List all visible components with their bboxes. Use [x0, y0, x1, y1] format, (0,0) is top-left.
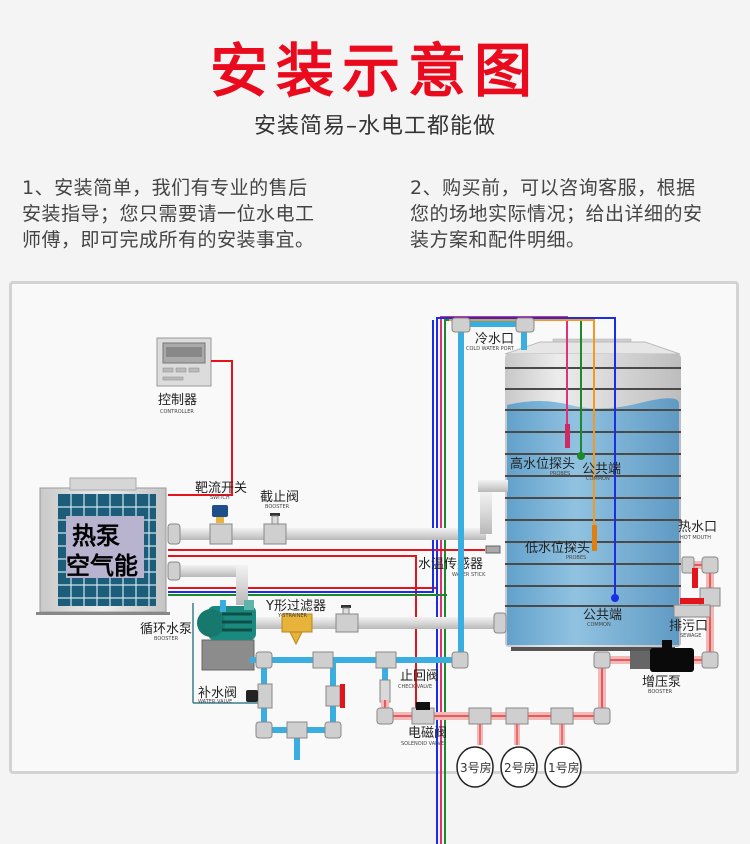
common-bottom-label-en: COMMON	[587, 622, 611, 628]
heat-pump-label-1: 热泵	[72, 522, 120, 550]
solenoid-valve-label: 电磁阀	[408, 726, 447, 741]
stop-valve-device[interactable]	[263, 513, 287, 545]
check-valve-label-en: CHECK VALVE	[398, 684, 432, 690]
page-title: 安装示意图	[209, 37, 540, 105]
circulation-pump-device	[197, 600, 256, 671]
high-probe-label: 高水位探头	[510, 456, 575, 472]
water-temp-sensor-label-en: WATER STICK	[452, 572, 486, 578]
sensor-wires	[168, 320, 447, 596]
circulation-pump-label: 循环水泵	[140, 622, 192, 637]
pipe-fittings	[255, 651, 469, 739]
check-valve-label: 止回阀	[400, 669, 439, 684]
flow-switch-label-en: SWITCH	[210, 495, 230, 501]
note-line: 装方案和配件明细。	[410, 229, 586, 251]
booster-pump-label-en: BOOSTER	[648, 689, 673, 695]
common-top-label: 公共端	[582, 462, 621, 477]
note-installation-simple: 1、安装简单，我们有专业的售后 安装指导；您只需要请一位水电工 师傅，即可完成所…	[22, 175, 352, 253]
hot-mouth-valve-handle[interactable]	[692, 568, 698, 588]
makeup-valve-label: 补水阀	[198, 686, 237, 701]
hot-mouth-label-en: HOT MOUTH	[680, 535, 711, 541]
hot-return-pipe	[167, 480, 508, 545]
hot-mouth-label: 热水口	[678, 520, 717, 535]
solenoid-valve-actuator	[416, 702, 430, 710]
makeup-valve-device[interactable]	[246, 683, 273, 709]
cold-water-port-label: 冷水口	[475, 332, 514, 347]
room-3-label: 3号房	[460, 760, 492, 775]
controller-label: 控制器	[158, 393, 197, 408]
note-line: 安装指导；您只需要请一位水电工	[22, 203, 315, 225]
room-2: 2号房	[500, 746, 538, 788]
cold-water-elbow-right	[515, 317, 535, 333]
note-line: 师傅，即可完成所有的安装事宜。	[22, 229, 315, 251]
water-temp-sensor-label: 水温传感器	[418, 556, 483, 572]
solenoid-valve-label-en: SOLENOID VALVE	[401, 741, 444, 747]
controller-label-en: CONTROLLER	[160, 409, 194, 415]
low-probe-label: 低水位探头	[525, 541, 590, 556]
circulation-pump-label-en: BOOSTER	[154, 636, 179, 642]
flow-switch-device	[209, 505, 233, 545]
outlet-valve-device[interactable]	[335, 605, 359, 633]
heat-pump-label-2: 空气能	[66, 552, 138, 580]
heat-pump-unit	[36, 477, 170, 615]
low-level-probe	[592, 525, 597, 551]
low-probe-label-en: PROBES	[566, 555, 586, 561]
high-probe-label-en: PROBES	[550, 471, 570, 477]
note-consult-before-buy: 2、购买前，可以咨询客服，根据 您的场地实际情况；给出详细的安 装方案和配件明细…	[410, 175, 740, 253]
common-terminal-dot-bottom	[611, 594, 619, 602]
booster-pump-device	[630, 640, 694, 672]
y-strainer-device	[281, 613, 313, 646]
booster-pump-label: 增压泵	[642, 675, 681, 690]
note-line: 2、购买前，可以咨询客服，根据	[410, 177, 696, 199]
cold-water-port-label-en: COLD WATER PORT	[466, 346, 515, 352]
water-temp-sensor-device	[485, 545, 501, 554]
check-valve-device	[379, 679, 391, 703]
sewage-label: 排污口	[669, 619, 708, 634]
room-1: 1号房	[544, 746, 582, 788]
common-bottom-label: 公共端	[583, 608, 622, 623]
common-terminal-dot-top	[577, 452, 585, 460]
room-3: 3号房	[456, 746, 494, 788]
room-2-label: 2号房	[504, 760, 536, 775]
y-strainer-label: Y形过滤器	[265, 599, 326, 614]
cold-water-elbow-left	[451, 317, 471, 333]
hot-pipe-fittings	[376, 556, 721, 725]
bypass-ball-valve[interactable]	[325, 684, 345, 708]
page-subtitle: 安装简易–水电工都能做	[253, 114, 496, 139]
common-top-label-en: COMMON	[586, 476, 610, 482]
y-strainer-label-en: Y-STRAINER	[277, 613, 308, 619]
flow-switch-label: 靶流开关	[195, 481, 247, 496]
high-level-probe	[565, 424, 570, 448]
note-line: 1、安装简单，我们有专业的售后	[22, 177, 308, 199]
sewage-label-en: SEWAGE	[680, 633, 701, 639]
controller-device	[156, 337, 212, 387]
stop-valve-label: 截止阀	[260, 490, 299, 505]
note-line: 您的场地实际情况；给出详细的安	[410, 203, 703, 225]
makeup-valve-label-en: WATER VALVE	[198, 699, 232, 705]
stop-valve-label-en: BOOSTER	[265, 504, 290, 510]
room-1-label: 1号房	[548, 760, 580, 775]
sewage-valve-device[interactable]	[673, 598, 711, 618]
